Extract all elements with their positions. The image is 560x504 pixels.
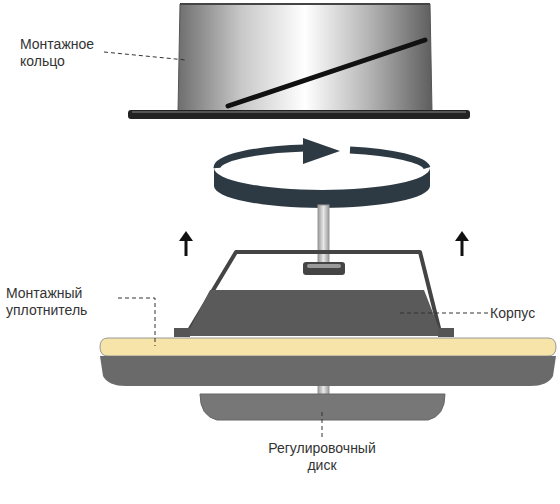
rotation-arc	[350, 150, 427, 168]
rotation-arrowhead	[303, 138, 340, 164]
up-arrow	[179, 231, 193, 241]
part-label: Монтажный уплотнитель	[6, 285, 118, 319]
ring-flange-highlight	[132, 112, 466, 113]
part-label: Корпус	[490, 305, 560, 322]
rotation-band	[214, 168, 430, 208]
up-arrow	[185, 240, 188, 256]
adjustment-disk	[200, 394, 445, 420]
shaft	[318, 205, 329, 265]
up-arrow	[455, 231, 469, 241]
nut-highlight	[307, 264, 341, 268]
face-plate	[100, 356, 556, 386]
leader-line	[118, 298, 155, 346]
body-ledge	[438, 328, 454, 337]
body-ledge	[174, 328, 190, 337]
sealant	[100, 338, 556, 356]
leader-line	[322, 412, 323, 438]
part-label: Регулировочный диск	[252, 440, 392, 474]
ring-flange	[128, 110, 470, 119]
leader-line	[400, 313, 488, 314]
mounting-ring	[178, 4, 432, 112]
rotation-arc	[217, 148, 305, 168]
up-arrow	[461, 240, 464, 256]
part-label: Монтажное кольцо	[20, 36, 120, 70]
ring-top-edge	[180, 3, 430, 5]
leader-line	[104, 52, 186, 60]
nut	[303, 262, 345, 275]
ring-slot	[228, 40, 425, 106]
